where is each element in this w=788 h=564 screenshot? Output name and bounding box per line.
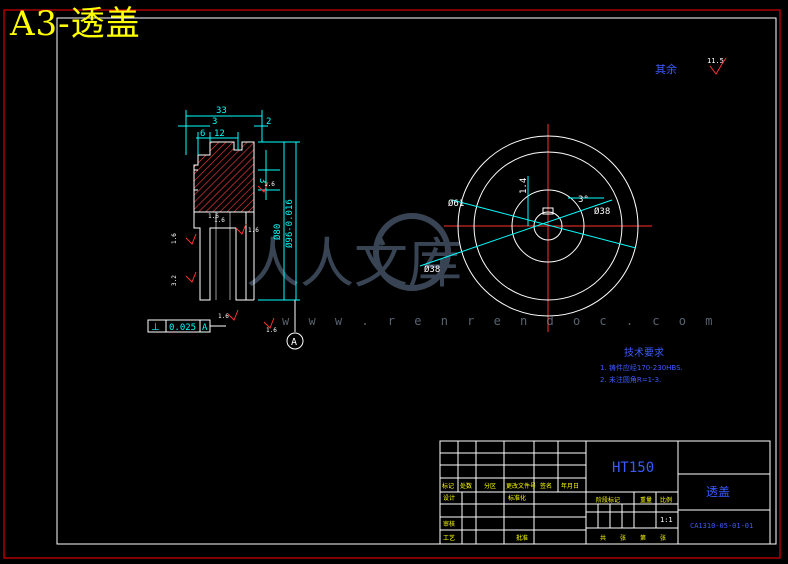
header-label-2: 分区	[484, 482, 496, 490]
outer-border	[3, 9, 781, 559]
title-block-text: HT150 透盖 CA1310-05-01-01 标记 处数 分区 更改文件号 …	[442, 460, 753, 542]
roughness-8: 1.6	[266, 327, 277, 334]
roughness-2: 1.6	[214, 217, 225, 224]
stage-label-2: 比例	[660, 496, 672, 504]
footer-label-0: 共	[600, 534, 606, 542]
roughness-7: 1.6	[218, 313, 229, 320]
label-1-4: 1.4	[519, 178, 529, 194]
surface-finish-value: 11.5	[707, 57, 724, 65]
sheet-title: A3-透盖	[10, 4, 141, 44]
dim-33: 33	[216, 106, 227, 116]
header-label-3: 更改文件号	[506, 482, 536, 490]
tolerance-frame: ⊥ 0.025 A	[147, 319, 226, 333]
footer-label-3: 张	[660, 534, 666, 542]
roughness-3: 1.6	[248, 227, 259, 234]
dim-3: 3	[212, 117, 217, 127]
header-label-1: 处数	[460, 482, 472, 490]
watermark-brand: 人人文库	[246, 232, 462, 295]
datum-letter: A	[291, 337, 297, 348]
label-d38-right: Ø38	[594, 206, 610, 217]
part-name-text: 透盖	[706, 485, 730, 499]
col-label-0: 标准化	[508, 494, 526, 502]
dim-2: 2	[266, 117, 271, 127]
tolerance-datum: A	[202, 323, 208, 333]
drawing-number-text: CA1310-05-01-01	[690, 522, 753, 530]
header-label-5: 年月日	[561, 482, 579, 490]
title-block	[439, 440, 771, 545]
section-view: 33 3 2 6 12 3 Ø80 Ø96-0.016 1.6 1.6	[147, 106, 304, 350]
header-label-0: 标记	[442, 482, 454, 490]
tech-title: 技术要求	[624, 346, 664, 359]
tech-requirements: 技术要求 1. 铸件应经170-230HBS. 2. 未注圆角R=1-3.	[600, 346, 683, 384]
dim-3-vertical: 3	[257, 178, 267, 183]
scale-value: 1:1	[660, 516, 673, 524]
label-d38-left: Ø38	[424, 264, 440, 275]
label-d61: Ø61	[448, 198, 464, 209]
flange-circle	[473, 151, 623, 301]
outer-circle	[457, 135, 639, 317]
dim-d96: Ø96-0.016	[284, 199, 295, 248]
stage-label-0: 阶段标记	[596, 496, 620, 504]
header-label-4: 签名	[540, 482, 552, 490]
dim-6: 6	[200, 129, 205, 139]
tech-item-1: 1. 铸件应经170-230HBS.	[600, 363, 683, 372]
datum-marker: A	[286, 300, 304, 350]
perpendicularity-symbol: ⊥	[151, 322, 160, 333]
label-angle: 3°	[578, 195, 589, 205]
hatched-section	[193, 141, 255, 213]
hub-circle	[511, 189, 585, 263]
col-label-1: 批准	[516, 534, 528, 542]
surface-finish-label: 其余	[655, 62, 677, 76]
dim-d80: Ø80	[272, 224, 283, 240]
dim-12: 12	[214, 129, 225, 139]
row-label-1: 审核	[443, 520, 455, 528]
material-text: HT150	[612, 460, 654, 476]
footer-label-1: 张	[620, 534, 626, 542]
inner-frame	[56, 17, 777, 545]
tech-item-2: 2. 未注圆角R=1-3.	[600, 375, 661, 384]
body-outline	[193, 212, 247, 301]
row-label-0: 设计	[443, 494, 455, 502]
roughness-1: 1.6	[171, 233, 178, 244]
roughness-5: 1.6	[208, 213, 219, 220]
bore-circle	[533, 211, 563, 241]
watermark-url: w w w . r e n r e n d o c . c o m	[282, 314, 719, 328]
surface-finish-note: 其余 11.5	[655, 57, 727, 76]
row-label-2: 工艺	[443, 534, 455, 542]
tolerance-value: 0.025	[169, 323, 196, 333]
top-view: Ø61 1.4 3° Ø38 Ø38	[419, 124, 652, 332]
roughness-6: 3.2	[171, 275, 178, 286]
roughness-4: 1.6	[264, 181, 275, 188]
footer-label-2: 第	[640, 534, 646, 542]
stage-label-1: 重量	[640, 496, 652, 504]
